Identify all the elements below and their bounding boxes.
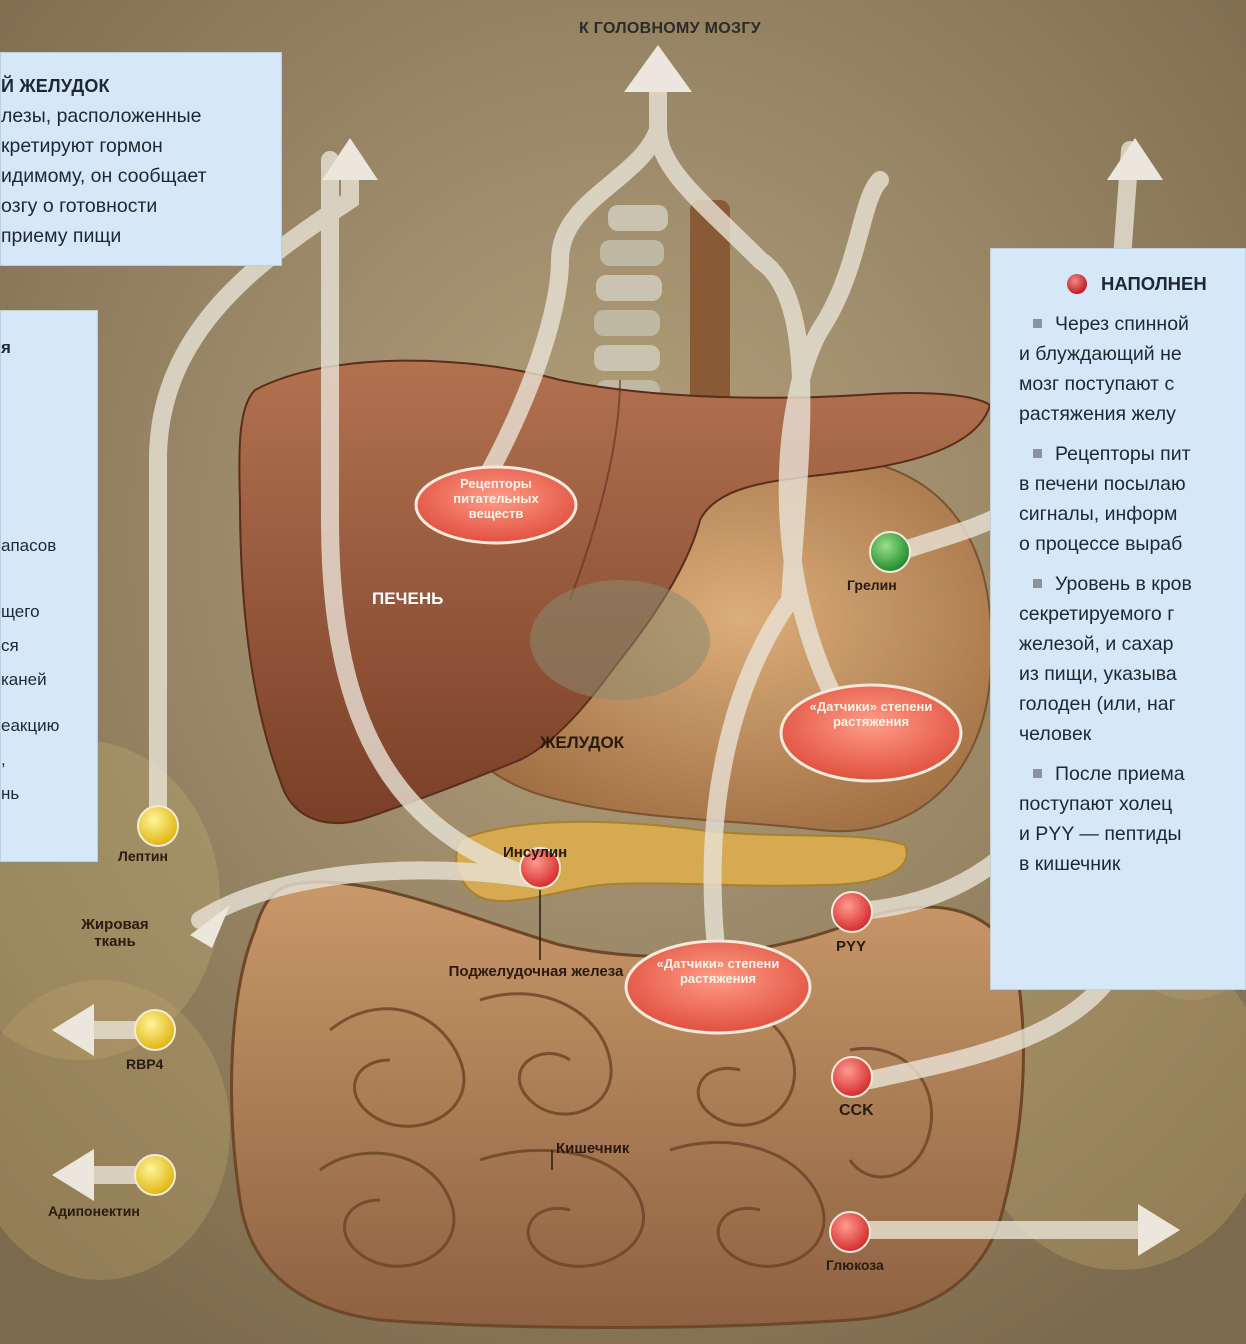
glucose-marker (830, 1212, 870, 1252)
info-fragment: щего (1, 597, 40, 627)
stomach-label: ЖЕЛУДОК (540, 733, 624, 753)
info-fragment: нь (1, 779, 19, 809)
info-fragment: каней (1, 665, 47, 695)
gallbladder-area (530, 580, 710, 700)
adiponectin-marker (135, 1155, 175, 1195)
red-bullet-icon (1067, 274, 1087, 294)
empty-stomach-line: идимому, он сообщает (1, 161, 281, 191)
intestine-stretch-sensor-oval (626, 941, 810, 1033)
liver-label: ПЕЧЕНЬ (372, 589, 443, 609)
square-bullet-icon (1033, 319, 1042, 328)
stomach-stretch-sensor-label: «Датчики» степени растяжения (806, 700, 936, 730)
pyy-label: PYY (836, 938, 866, 955)
info-paragraph: Через спинной и блуждающий не мозг посту… (1019, 309, 1245, 429)
square-bullet-icon (1033, 449, 1042, 458)
empty-stomach-line: озгу о готовности (1, 191, 281, 221)
intestine-stretch-sensor-label: «Датчики» степени растяжения (652, 957, 784, 987)
info-fragment: апасов (1, 531, 56, 561)
info-fragment: ся (1, 631, 19, 661)
empty-stomach-line: лезы, расположенные (1, 101, 281, 131)
empty-stomach-line: кретируют гормон (1, 131, 281, 161)
insulin-label: Инсулин (503, 844, 567, 861)
fat-tissue-label: Жировая ткань (60, 916, 170, 951)
pyy-marker (832, 892, 872, 932)
ghrelin-marker (870, 532, 910, 572)
rbp4-marker (135, 1010, 175, 1050)
cck-marker (832, 1057, 872, 1097)
nutrient-receptor-label: Рецепторы питательных веществ (430, 477, 562, 522)
intestine-label: Кишечник (556, 1140, 629, 1157)
info-paragraph: Уровень в кров секретируемого г железой,… (1019, 569, 1245, 749)
empty-stomach-line: приему пищи (1, 221, 281, 251)
full-stomach-title: НАПОЛНЕН (1101, 269, 1207, 299)
leptin-label: Лептин (118, 848, 168, 864)
full-stomach-info-box: НАПОЛНЕН Через спинной и блуждающий не м… (990, 248, 1246, 990)
cck-label: CCK (839, 1102, 874, 1120)
full-stomach-title-row: НАПОЛНЕН (1067, 269, 1245, 299)
rbp4-label: RBP4 (126, 1056, 163, 1072)
square-bullet-icon (1033, 579, 1042, 588)
square-bullet-icon (1033, 769, 1042, 778)
info-fragment: еакцию (1, 711, 59, 741)
adiponectin-label: Адипонектин (48, 1203, 140, 1219)
leptin-marker (138, 806, 178, 846)
ghrelin-label: Грелин (847, 577, 897, 593)
info-paragraph: Рецепторы пит в печени посылаю сигналы, … (1019, 439, 1245, 559)
pancreas-label: Поджелудочная железа (446, 963, 626, 980)
to-brain-label: К ГОЛОВНОМУ МОЗГУ (520, 20, 820, 38)
info-fragment: я (1, 333, 11, 363)
info-fragment: , (1, 745, 6, 775)
empty-stomach-title: Й ЖЕЛУДОК (1, 71, 281, 101)
glucose-label: Глюкоза (826, 1257, 884, 1273)
empty-stomach-info-box: Й ЖЕЛУДОК лезы, расположенные кретируют … (0, 52, 282, 266)
long-term-regulation-info-box: я апасов щего ся каней еакцию , нь (0, 310, 98, 862)
info-paragraph: После приема поступают холец и PYY — пеп… (1019, 759, 1245, 879)
